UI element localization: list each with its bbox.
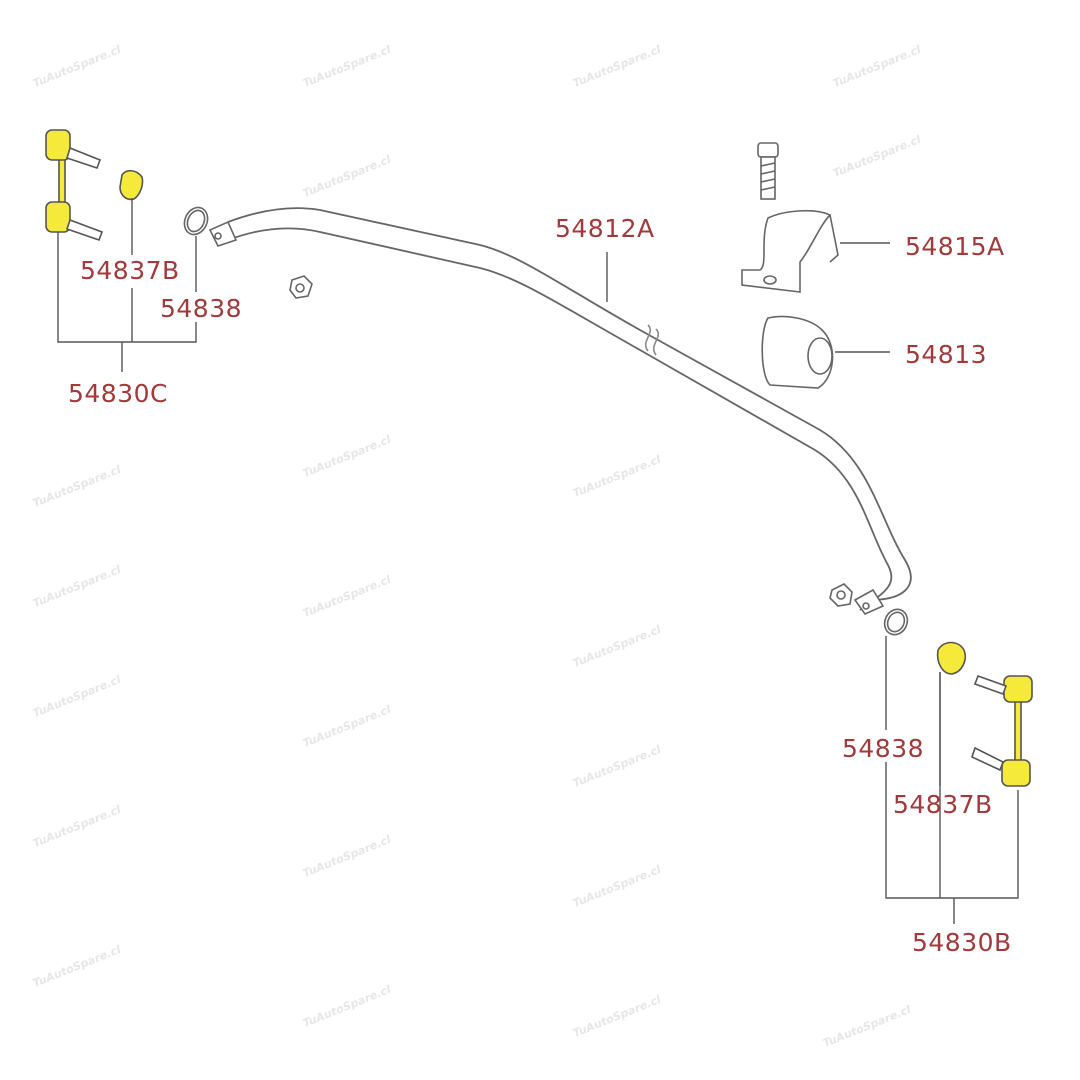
o-ring — [883, 608, 909, 636]
leader-lines — [57, 198, 1019, 924]
bolt — [757, 142, 779, 200]
part-label-54830C: 54830C — [68, 379, 168, 408]
nut — [289, 275, 313, 299]
part-label-54838-left: 54838 — [160, 294, 243, 323]
nut — [829, 583, 853, 607]
bracket — [741, 209, 890, 293]
part-label-54838-right: 54838 — [842, 734, 925, 763]
part-label-54837B-right: 54837B — [893, 790, 993, 819]
stabilizer-link-left — [45, 129, 144, 242]
o-ring — [183, 206, 209, 236]
part-label-54815A: 54815A — [905, 232, 1005, 261]
part-label-54830B: 54830B — [912, 928, 1012, 957]
part-label-54837B-left: 54837B — [80, 256, 180, 285]
bushing — [761, 315, 890, 389]
part-label-54813: 54813 — [905, 340, 988, 369]
stabilizer-bar — [208, 207, 912, 615]
part-label-54812A: 54812A — [555, 214, 655, 243]
stabilizer-link-right — [936, 641, 1033, 787]
